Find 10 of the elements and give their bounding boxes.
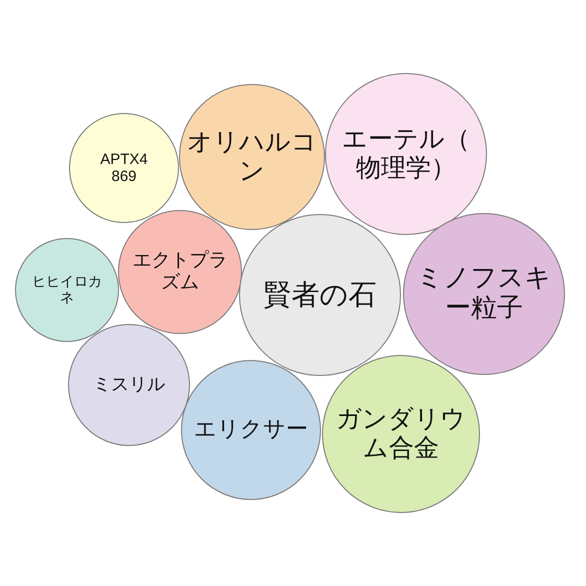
bubble-label: ミノフスキー粒子 (416, 264, 552, 324)
bubble-label: オリハルコン (186, 128, 318, 186)
bubble-label: 賢者の石 (262, 278, 378, 312)
bubble-label: エリクサー (193, 417, 309, 443)
bubble-label: エーテル（物理学） (341, 125, 471, 183)
bubble-label: エクトプラズム (131, 250, 228, 294)
bubble-label: APTX4869 (99, 150, 149, 186)
bubble-label: ミスリル (92, 374, 166, 396)
bubble-label: ガンダリウム合金 (335, 405, 467, 463)
bubble-label: ヒヒイロカネ (30, 274, 103, 306)
